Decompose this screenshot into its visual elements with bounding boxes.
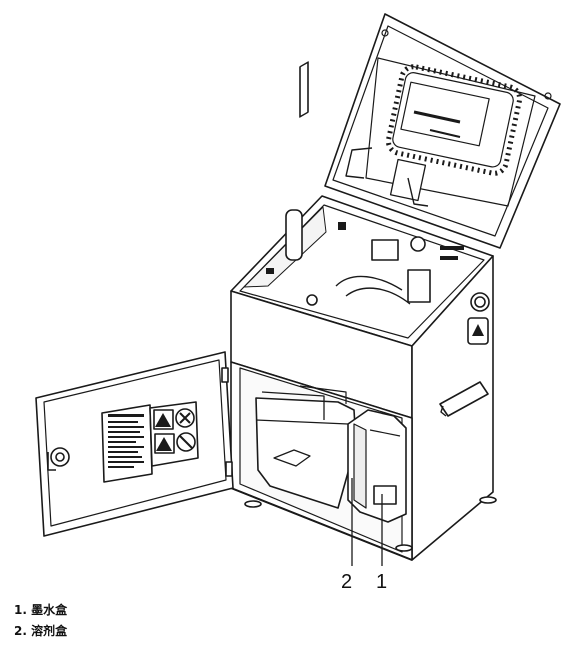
- solvent-cartridge: [255, 385, 357, 509]
- lid-display-window: [345, 64, 523, 202]
- callout-number-2: 2: [341, 571, 352, 590]
- prohibition-icon: [176, 432, 196, 452]
- legend-item-solvent-cartridge: 2. 溶剂盒: [14, 624, 68, 638]
- cabinet-side-handle: [439, 381, 489, 417]
- warning-triangle-icon: [154, 433, 175, 454]
- no-entry-icon: [175, 408, 195, 428]
- door-warning-label: [101, 401, 199, 483]
- cabinet-interior: [243, 61, 464, 306]
- ink-cartridge: [347, 409, 407, 523]
- warning-triangle-icon: [153, 409, 174, 430]
- printer-cabinet-illustration: 2 1: [35, 13, 561, 590]
- lid-hinge-handle: [381, 29, 552, 207]
- parts-legend: 1. 墨水盒 2. 溶剂盒: [14, 600, 414, 642]
- legend-item-ink-cartridge: 1. 墨水盒: [14, 603, 68, 617]
- callout-number-1: 1: [376, 571, 387, 590]
- door-lock: [47, 447, 70, 471]
- lid: [324, 13, 561, 249]
- callout-leader-lines: [351, 478, 383, 566]
